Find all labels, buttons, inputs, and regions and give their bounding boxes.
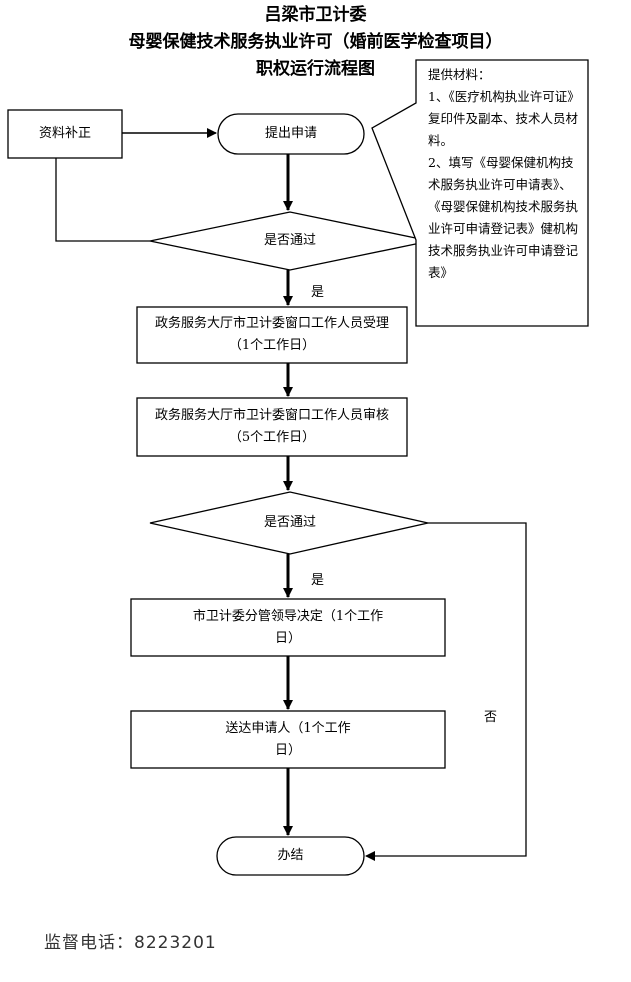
decision1-label: 是否通过 [263, 233, 316, 248]
supplement-box [7, 109, 123, 159]
supplement-label: 资料补正 [38, 126, 91, 141]
decide-label: 市卫计委分管领导决定（1个工作日） [192, 608, 384, 646]
title-line-1: 吕梁市卫计委 [264, 5, 367, 25]
accept-label: 政务服务大厅市卫计委窗口工作人员受理（1个工作日） [154, 316, 389, 353]
deliver-box [130, 710, 446, 769]
no-label: 否 [484, 710, 498, 725]
yes-label-1: 是 [311, 285, 325, 300]
materials-callout [371, 59, 589, 327]
review-label: 政务服务大厅市卫计委窗口工作人员审核（5个工作日） [154, 408, 389, 445]
materials-note: 提供材料： 1、《医疗机构执业许可证》复印件及副本、技术人员材料。 2、填写《母… [416, 60, 588, 326]
decision2-label: 是否通过 [263, 515, 316, 530]
materials-item-1: 1、《医疗机构执业许可证》复印件及副本、技术人员材料。 [428, 89, 579, 148]
materials-heading: 提供材料： [428, 67, 491, 82]
deliver-label: 送达申请人（1个工作日） [225, 720, 351, 758]
supervision-hotline: 监督电话：8223201 [44, 933, 217, 953]
yes-label-2: 是 [311, 573, 325, 588]
review-box [136, 397, 408, 457]
accept-box [136, 306, 408, 364]
finish-label: 办结 [277, 848, 304, 863]
submit-label: 提出申请 [264, 126, 317, 141]
submit-terminal [217, 113, 365, 155]
title-line-2: 母婴保健技术服务执业许可（婚前医学检查项目） [128, 32, 503, 52]
finish-terminal [216, 836, 365, 876]
materials-item-2: 2、填写《母婴保健机构技术服务执业许可申请表》、《母婴保健机构技术服务执业许可申… [428, 155, 579, 280]
title-line-3: 职权运行流程图 [256, 59, 375, 79]
decide-box [130, 598, 446, 657]
